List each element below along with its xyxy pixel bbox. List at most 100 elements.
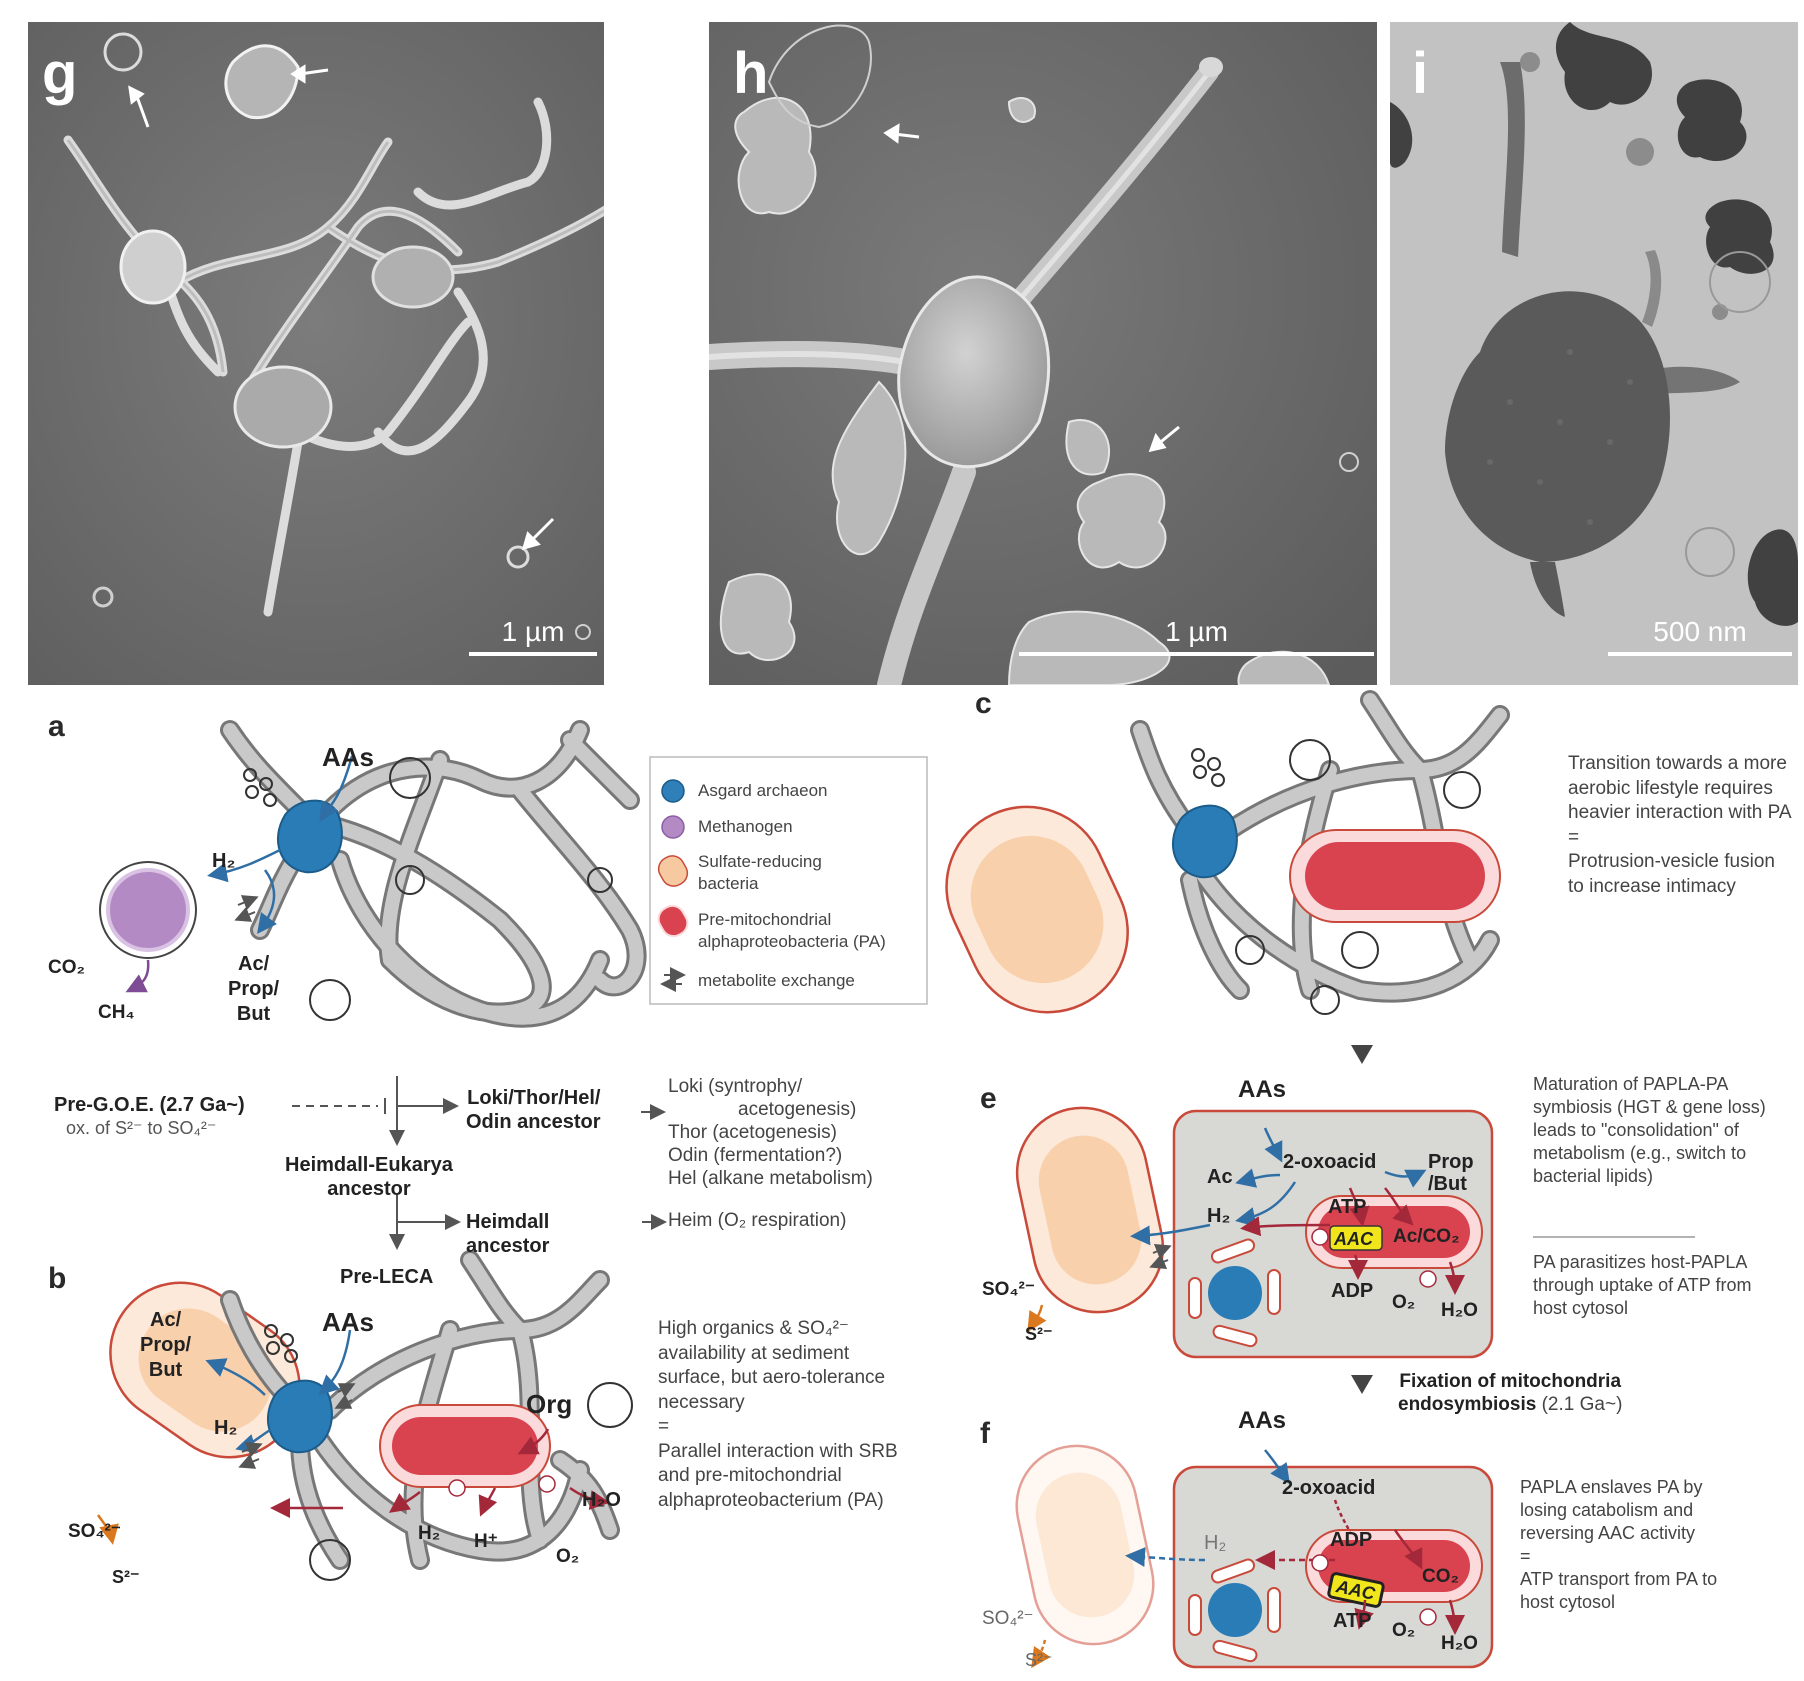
scale-bar-i: 500 nm [1608, 616, 1792, 656]
asgard-archaeon-c [1171, 804, 1238, 879]
odin-lineage: Odin (fermentation?) [668, 1145, 843, 1166]
down-arrow-e-f [1351, 1375, 1373, 1394]
panel-a-cell [99, 720, 647, 1028]
org-label-b: Org [526, 1389, 573, 1419]
legend-pa: Pre-mitochondrial alphaproteobacteria (P… [698, 910, 886, 951]
aas-label-f: AAs [1238, 1407, 1287, 1434]
panel-a-letter: a [48, 710, 65, 743]
nucleus-e [1208, 1266, 1262, 1320]
hel-lineage: Hel (alkane metabolism) [668, 1168, 873, 1189]
caption-e-2: PA parasitizes host-PAPLA through uptake… [1533, 1252, 1752, 1318]
products-label-a: Ac/ Prop/ But [228, 952, 279, 1027]
panel-b-cells [96, 1250, 633, 1581]
product-prop-b: Prop/ [140, 1334, 192, 1356]
phylogeny-lines [292, 1076, 667, 1250]
heimdall-ancestor-label: Heimdall ancestor [466, 1211, 550, 1257]
exchange-arrows-icon [1149, 1244, 1172, 1269]
legend-methanogen: Methanogen [698, 817, 793, 836]
prop-but-label-e: Prop /But [1428, 1151, 1474, 1195]
aac-label-e: AAC [1334, 1229, 1373, 1249]
h2-pa-label-b: H₂ [418, 1523, 441, 1544]
micrograph-g: g 1 µm [28, 22, 604, 685]
panel-f-letter: f [980, 1417, 990, 1450]
legend-asgard: Asgard archaeon [698, 781, 828, 800]
sem-image-h [709, 22, 1377, 685]
so4-label-e: SO₄²⁻ [982, 1279, 1035, 1300]
nucleus-f [1208, 1583, 1262, 1637]
ac-label-e: Ac [1207, 1166, 1233, 1188]
down-arrow-c-e [1351, 1045, 1373, 1064]
thor-lineage: Thor (acetogenesis) [668, 1122, 837, 1143]
h2-label-e: H₂ [1207, 1205, 1231, 1227]
product-but-b: But [148, 1359, 183, 1381]
loki-lineage: Loki (syntrophy/ [668, 1076, 803, 1097]
panel-c-cells [945, 690, 1510, 1015]
loki-lineage-2: acetogenesis) [738, 1099, 857, 1120]
o2-label-f: O₂ [1392, 1620, 1416, 1641]
oxidation-label: ox. of S²⁻ to SO₄²⁻ [66, 1118, 217, 1138]
h2-label-a: H₂ [212, 850, 236, 872]
legend-srb: Sulfate-reducing bacteria [698, 852, 822, 893]
so4-label-f: SO₄²⁻ [982, 1608, 1034, 1629]
so4-label-b: SO₄²⁻ [68, 1521, 121, 1542]
legend-exchange: metabolite exchange [698, 971, 855, 990]
fixation-label: Fixation of mitochondria endosymbiosis (… [1398, 1370, 1622, 1416]
s2-label-f: S²⁻ [1025, 1650, 1053, 1670]
h2-label-f: H₂ [1204, 1532, 1227, 1554]
pre-leca-label: Pre-LECA [340, 1266, 434, 1288]
aac-box-f [1327, 1572, 1385, 1608]
asgard-archaeon-a [276, 799, 343, 874]
scale-bar-h: 1 µm [1019, 616, 1374, 656]
oxoacid-label-f: 2-oxoacid [1282, 1477, 1376, 1499]
scale-line-g [469, 652, 597, 656]
panel-f-cells [1015, 1444, 1494, 1669]
hplus-label-b: H⁺ [474, 1531, 498, 1552]
exchange-arrows-icon [234, 895, 259, 922]
atp-label-f: ATP [1333, 1610, 1372, 1632]
o2-label-b: O₂ [556, 1546, 580, 1567]
h2o-label-e: H₂O [1441, 1300, 1478, 1321]
caption-f: PAPLA enslaves PA by losing catabolism a… [1520, 1477, 1718, 1612]
scale-line-i [1608, 652, 1792, 656]
fixation-date: (2.1 Ga~) [1536, 1394, 1623, 1415]
h2o-label-f: H₂O [1441, 1633, 1478, 1654]
srb-icon [657, 855, 689, 887]
micrograph-h: h 1 µm [709, 22, 1377, 685]
product-but-a: But [236, 1003, 271, 1025]
micrograph-i: i 500 nm [1390, 22, 1798, 685]
panel-c-letter: c [975, 687, 992, 720]
heim-lineage: Heim (O₂ respiration) [668, 1210, 847, 1231]
panel-g-letter: g [42, 41, 78, 106]
h2-label-b: H₂ [214, 1417, 238, 1439]
product-prop-a: Prop/ [228, 978, 280, 1000]
co2-label-f: CO₂ [1422, 1566, 1459, 1587]
aas-label-b: AAs [322, 1307, 375, 1337]
caption-e-1: Maturation of PAPLA-PA symbiosis (HGT & … [1533, 1074, 1766, 1186]
legend-icons [657, 779, 689, 992]
pa-icon [657, 904, 689, 938]
adp-label-f: ADP [1330, 1529, 1373, 1551]
atp-label-e: ATP [1328, 1196, 1367, 1218]
exchange-arrows-icon [660, 967, 686, 992]
co2-label-a: CO₂ [48, 957, 85, 978]
s2-label-e: S²⁻ [1025, 1324, 1053, 1344]
pre-goe-label: Pre-G.O.E. (2.7 Ga~) [54, 1094, 245, 1116]
scale-line-h [1019, 652, 1374, 656]
o2-label-e: O₂ [1392, 1292, 1416, 1313]
adp-label-e: ADP [1331, 1280, 1374, 1302]
products-label-b: Ac/ Prop/ But [140, 1308, 191, 1383]
fixation-bold-1: Fixation of mitochondria [1399, 1371, 1622, 1392]
panel-h-letter: h [733, 41, 769, 106]
product-ac-b: Ac/ [150, 1309, 182, 1331]
scale-label-i: 500 nm [1653, 616, 1747, 647]
ch4-label-a: CH₄ [98, 1002, 135, 1023]
ac-co2-label-e: Ac/CO₂ [1393, 1226, 1460, 1247]
s2-label-b: S²⁻ [112, 1567, 140, 1587]
h2o-label-b: H₂O [582, 1489, 621, 1511]
loki-ancestor-label: Loki/Thor/Hel/ Odin ancestor [466, 1087, 601, 1133]
exchange-arrows-icon [238, 1383, 356, 1469]
aas-label-a: AAs [322, 742, 375, 772]
oxoacid-label-e: 2-oxoacid [1283, 1151, 1377, 1173]
scale-label-h: 1 µm [1165, 616, 1228, 647]
